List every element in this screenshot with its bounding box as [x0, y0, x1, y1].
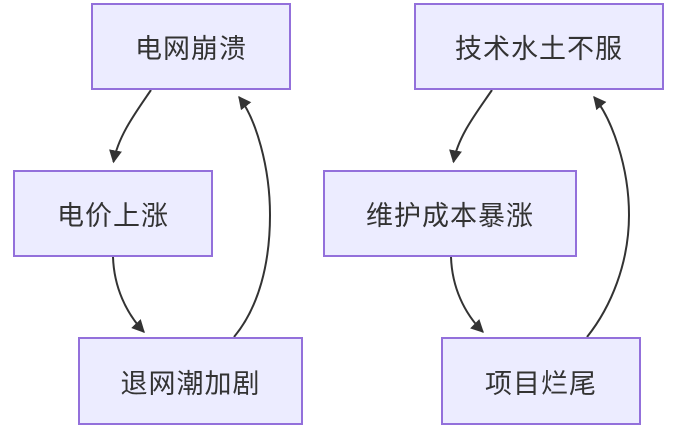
edge-tech-mismatch-to-maintenance-surge — [449, 89, 493, 164]
node-project-failure: 项目烂尾 — [441, 337, 641, 425]
node-exit-wave-label: 退网潮加剧 — [120, 368, 261, 399]
node-price-rise: 电价上涨 — [13, 170, 213, 257]
edge-exit-wave-to-grid-collapse — [233, 95, 272, 338]
edge-grid-collapse-to-price-rise — [109, 89, 152, 164]
node-price-rise-label: 电价上涨 — [57, 201, 169, 231]
node-tech-mismatch-label: 技术水土不服 — [455, 34, 623, 64]
node-grid-collapse-label: 电网崩溃 — [135, 34, 247, 64]
node-maintenance-surge-label: 维护成本暴涨 — [366, 201, 534, 231]
node-grid-collapse: 电网崩溃 — [91, 3, 291, 90]
node-exit-wave: 退网潮加剧 — [78, 337, 303, 425]
node-project-failure-label: 项目烂尾 — [485, 368, 597, 399]
edge-maintenance-surge-to-project-failure — [450, 256, 484, 333]
node-tech-mismatch: 技术水土不服 — [414, 3, 664, 90]
edge-price-rise-to-exit-wave — [112, 256, 145, 333]
node-maintenance-surge: 维护成本暴涨 — [323, 170, 577, 257]
edge-project-failure-to-tech-mismatch — [586, 95, 631, 338]
